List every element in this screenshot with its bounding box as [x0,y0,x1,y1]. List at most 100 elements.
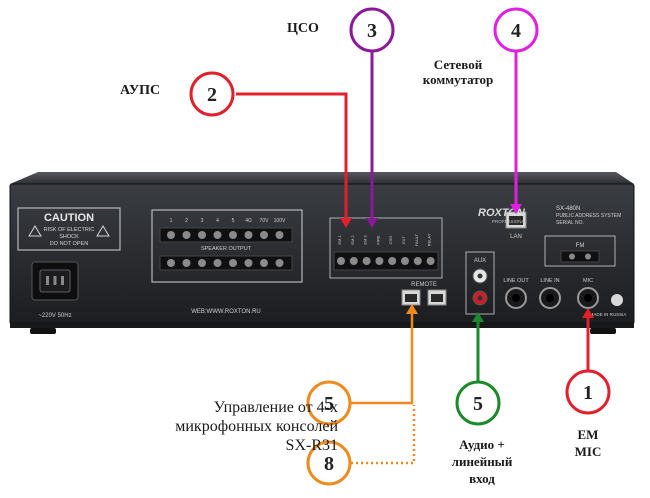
speaker-terminal-block-top[interactable] [159,227,293,243]
callout-arrow-5-green [472,312,484,322]
speaker-terminal-label: 4Ω [245,218,252,224]
remote-port-2-slot [431,294,443,302]
speaker-terminal-label: 70V [260,218,270,224]
chassis-top [10,172,634,184]
control-terminal-block[interactable] [333,251,439,271]
terminal-screw [229,231,237,239]
caution-title: CAUTION [44,212,94,224]
label-em-line2: MIC [574,444,602,459]
callout-line-2 [236,92,348,222]
label-network-switch: Сетевой коммутатор [408,57,508,87]
terminal-screw [213,259,222,267]
label-remote-control: Управление от 4-х микрофонных консолей S… [118,398,338,455]
terminal-screw [260,259,268,267]
fm-screw-2 [585,253,591,260]
control-terminal-label: EXT [401,236,406,244]
brand-sub: PROFESSIONAL [492,219,528,224]
label-network-switch-line2: коммутатор [422,72,494,87]
terminal-screw [426,257,435,265]
speaker-terminal-label: 3 [201,218,204,224]
callout-circle-5 [455,380,501,426]
control-terminal-screws [337,257,435,265]
callout-circle-4 [493,7,539,53]
foot-left [30,328,56,334]
callout-arrow-5-orange [406,304,418,314]
terminal-screw [362,257,371,265]
label-cso: ЦСО [287,21,319,36]
callout-line-5-orange [351,310,414,405]
speaker-terminal-label: 1 [170,218,173,224]
callout-arrow-2 [340,218,352,228]
label-network-switch-line1: Сетевой [433,57,483,72]
callout-number-3: 3 [367,20,377,42]
fm-terminal[interactable] [560,250,600,263]
label-em-mic: EM MIC [560,426,616,460]
line-in-label: LINE IN [540,278,559,284]
terminal-screw [375,257,384,265]
caution-line2: SHOCK [59,234,79,240]
speaker-terminal-block-bottom[interactable] [159,255,293,271]
control-terminal-label: FAULT [414,233,419,246]
speaker-terminal-screws [167,231,284,267]
speaker-terminal-label: 2 [185,218,188,224]
made-in-label: MADE IN RUSSIA [590,312,627,317]
callout-circle-2 [189,71,235,117]
model-desc: PUBLIC ADDRESS SYSTEM [556,213,621,219]
serial-label: SERIAL NO. [556,220,584,226]
fm-panel [544,235,616,267]
terminal-screw [388,257,397,265]
control-terminal-label: RELAY [427,233,432,246]
terminal-screw [260,231,268,239]
terminal-screw [349,257,358,265]
lan-label: LAN [510,234,522,240]
fm-label: FM [576,243,585,249]
terminal-screw [182,231,191,239]
terminal-screw [275,259,284,267]
control-terminal-panel [329,217,443,279]
mic-label: MIC [583,278,593,284]
lan-port-slot [509,216,523,225]
terminal-screw [401,257,409,265]
line-out-label: LINE OUT [503,278,529,284]
callout-circle-1 [565,369,611,415]
power-label: ~220V 50Hz [38,313,71,319]
label-audio-line-in: Аудио + линейный вход [432,436,532,487]
caution-line1: RISK OF ELECTRIC [44,227,95,233]
callout-circle-3 [349,7,395,53]
caution-line3: DO NOT OPEN [50,241,88,247]
label-remote-control-line3: SX-R31 [285,437,338,454]
foot-right [590,328,616,334]
control-terminal-label: FIRE [375,235,380,244]
warning-icon-left [28,225,42,237]
speaker-terminal-label: 4 [216,218,219,224]
speaker-output-panel [151,209,303,283]
aux-rca-red-core [477,295,483,301]
speaker-terminal-label: 5 [232,218,235,224]
fm-screw-1 [569,253,575,260]
callout-number-5: 5 [473,393,483,415]
label-aups: АУПС [120,83,161,98]
chassis-rail [10,322,634,328]
label-em-line1: EM [577,427,599,442]
terminal-screw [244,231,253,239]
callout-number-8: 8 [324,453,334,475]
callout-number-5: 5 [324,393,334,415]
label-audio-line2: линейный [451,454,513,469]
callout-number-2: 2 [207,84,217,106]
callout-number-4: 4 [511,20,521,42]
callout-circle-8 [306,440,352,486]
terminal-screw [198,259,206,267]
callout-circle-5 [306,380,352,426]
callout-line-8-orange [351,405,416,465]
callout-arrow-4 [510,204,522,214]
mic-jack-hole [584,294,592,302]
control-terminal-label: CSO [388,236,393,245]
remote-port-1-slot [405,294,417,302]
aux-rca-white-core [477,273,483,279]
caution-label [17,207,121,251]
terminal-screw [337,257,345,265]
